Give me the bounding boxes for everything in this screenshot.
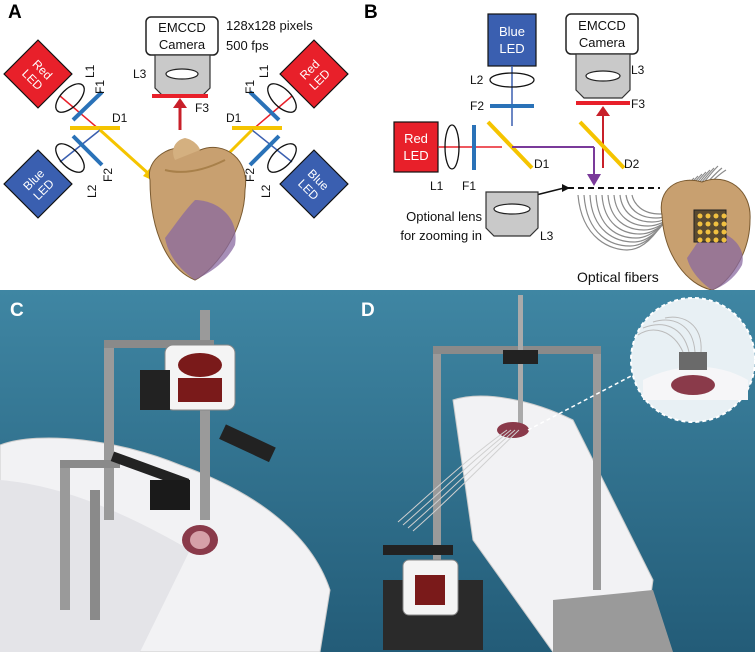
optional-lens-line2: for zooming in xyxy=(400,228,482,243)
emccd-camera-a: EMCCD Camera xyxy=(145,16,219,97)
resolution-label: 128x128 pixels xyxy=(226,18,313,33)
panel-d: D xyxy=(353,290,755,652)
camera-a-line1: EMCCD xyxy=(158,20,206,35)
panel-c: C xyxy=(0,290,353,652)
camera-b-line1: EMCCD xyxy=(578,18,626,33)
lens-l1-label-a-right: L1 xyxy=(257,64,271,78)
red-led-b: Red LED xyxy=(393,121,439,173)
panel-label-a: A xyxy=(8,2,22,23)
filter-f1-label-a-right: F1 xyxy=(243,80,257,94)
filter-f3-label-a: F3 xyxy=(195,101,209,115)
lens-l1-label-a-left: L1 xyxy=(83,64,97,78)
lens-l3-optional-label: L3 xyxy=(540,229,554,243)
filter-f3-label-b: F3 xyxy=(631,97,645,111)
blue-led-top-line1: Blue xyxy=(499,24,525,39)
lens-l1-label-b: L1 xyxy=(430,179,444,193)
optional-lens xyxy=(485,191,539,237)
panel-a: A EMCCD Camera 128x128 pixels 500 fps L3… xyxy=(0,0,372,290)
dichroic-d2-label-b: D2 xyxy=(624,157,640,171)
panel-label-b: B xyxy=(364,2,378,23)
camera-b-line2: Camera xyxy=(579,35,626,50)
panel-d-scene xyxy=(383,295,755,652)
filter-f1-label-b: F1 xyxy=(462,179,476,193)
panel-label-c: C xyxy=(10,300,24,321)
heart-illustration-b xyxy=(660,178,751,290)
lens-l3-label-b: L3 xyxy=(631,63,645,77)
red-led-right: Red LED xyxy=(279,39,349,109)
lens-l2-label-b: L2 xyxy=(470,73,484,87)
emccd-camera-b: EMCCD Camera xyxy=(565,13,639,99)
framerate-label: 500 fps xyxy=(226,38,269,53)
optical-fibers-label: Optical fibers xyxy=(577,269,659,285)
panel-c-scene xyxy=(0,310,331,652)
blue-led-top-line2: LED xyxy=(499,41,524,56)
blue-led-top: Blue LED xyxy=(487,13,537,67)
dichroic-d1-label-a-left: D1 xyxy=(112,111,128,125)
red-led-b-line1: Red xyxy=(404,131,428,146)
filter-f2-label-b: F2 xyxy=(470,99,484,113)
lens-l3-label-a: L3 xyxy=(133,67,147,81)
optional-lens-line1: Optional lens xyxy=(406,209,482,224)
dichroic-d1-label-b: D1 xyxy=(534,157,550,171)
filter-f2-label-a-right: F2 xyxy=(243,168,257,182)
camera-a-line2: Camera xyxy=(159,37,206,52)
lens-l2-label-a-left: L2 xyxy=(85,184,99,198)
panel-a-diagram: EMCCD Camera 128x128 pixels 500 fps L3 F… xyxy=(3,16,349,281)
filter-f2-label-a-left: F2 xyxy=(101,168,115,182)
blue-led-left: Blue LED xyxy=(3,149,73,219)
blue-led-right: Blue LED xyxy=(279,149,349,219)
panel-label-d: D xyxy=(361,300,375,321)
lens-l2-label-a-right: L2 xyxy=(259,184,273,198)
red-led-left: Red LED xyxy=(3,39,73,109)
panel-b-diagram: Blue LED L2 F2 Red LED L1 F1 D1 EMCCD Ca… xyxy=(393,13,751,290)
heart-illustration-a xyxy=(148,138,247,281)
filter-f1-label-a-left: F1 xyxy=(93,80,107,94)
dichroic-d1-label-a-right: D1 xyxy=(226,111,242,125)
red-led-b-line2: LED xyxy=(403,148,428,163)
panel-b: B Blue LED L2 F2 Red LED L1 F1 D1 xyxy=(364,0,755,290)
